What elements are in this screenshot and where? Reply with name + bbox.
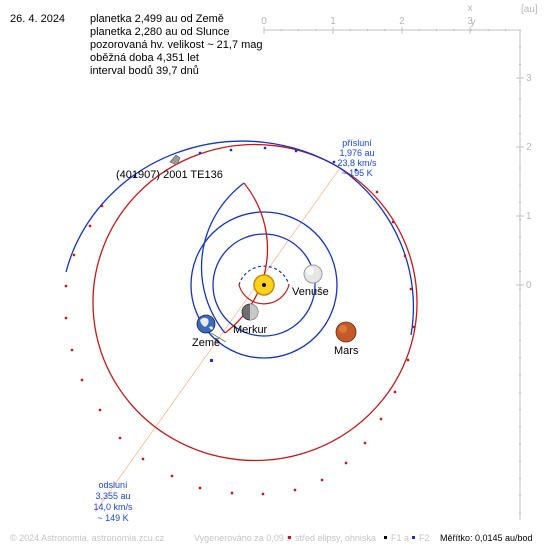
legend-f1-marker <box>384 536 387 539</box>
footer: © 2024 Astronomia, astronomia.zcu.cz Vyg… <box>10 533 533 543</box>
orbit-point-marker <box>379 417 383 421</box>
orbit-point-marker <box>263 146 267 150</box>
asteroid-icon <box>169 154 181 166</box>
orbit-point-marker <box>354 168 358 172</box>
orbit-point-marker <box>141 457 145 461</box>
mercury-icon <box>241 303 259 321</box>
aphelion-temperature: ~ 149 K <box>97 513 128 523</box>
y-tick-0: 0 <box>526 280 532 291</box>
legend-f1-text: F1 a <box>391 533 409 543</box>
legend-f2-marker <box>412 536 415 539</box>
aphelion-label: odsluní <box>98 480 128 490</box>
aphelion-speed: 14,0 km/s <box>93 502 133 512</box>
venus-label: Venuše <box>292 286 329 298</box>
legend-center-text: střed elipsy, ohniska <box>295 533 376 543</box>
header-line-1: planetka 2,499 au od Země <box>90 13 224 25</box>
mars-label: Mars <box>334 345 359 357</box>
x-tick-3: 3 <box>467 16 473 27</box>
generation-time: Vygenerováno za 0,09 s <box>194 533 291 543</box>
header-line-4: oběžná doba 4,351 let <box>90 52 199 64</box>
orbit-point-marker <box>118 436 122 440</box>
orbit-point-marker <box>332 160 336 164</box>
perihelion-speed: 23,8 km/s <box>337 158 377 168</box>
orbit-point-marker <box>403 254 407 258</box>
orbit-point-marker <box>294 149 298 153</box>
mercury-label: Merkur <box>233 324 268 336</box>
orbit-point-marker <box>344 461 348 465</box>
mars-orbit <box>200 182 269 334</box>
orbit-point-markers <box>64 146 416 496</box>
copyright-text: © 2024 Astronomia, astronomia.zcu.cz <box>10 533 165 543</box>
orbit-point-marker <box>64 284 68 288</box>
header-line-3: pozorovaná hv. velikost ~ 21,7 mag <box>90 39 263 51</box>
earth-icon <box>196 314 216 334</box>
x-tick-1: 1 <box>330 16 336 27</box>
x-tick-2: 2 <box>399 16 405 27</box>
y-tick-1: 1 <box>526 211 532 222</box>
orbit-point-marker <box>70 348 74 352</box>
apsis-line <box>94 167 341 513</box>
orbit-point-marker <box>229 148 233 152</box>
orbit-point-marker <box>261 492 265 496</box>
perihelion-distance: 1,976 au <box>339 148 374 158</box>
asteroid-name: (401907) 2001 TE136 <box>116 169 223 181</box>
orbit-point-marker <box>80 378 84 382</box>
header-line-5: interval bodů 39,7 dnů <box>90 65 199 77</box>
orbit-point-marker <box>98 408 102 412</box>
orbit-point-marker <box>198 486 202 490</box>
orbit-point-marker <box>100 204 104 208</box>
unit-label: [au] <box>521 4 538 15</box>
header-line-2: planetka 2,280 au od Slunce <box>90 26 229 38</box>
orbit-point-marker <box>133 174 137 178</box>
orbit-point-marker <box>409 287 413 291</box>
x-axis-label: x <box>468 3 473 14</box>
orbit-point-marker <box>375 190 379 194</box>
date-label: 26. 4. 2024 <box>10 13 65 25</box>
y-axis-label: y <box>471 17 476 28</box>
orbit-point-marker <box>230 491 234 495</box>
coordinate-axes <box>263 27 524 520</box>
orbit-point-marker <box>198 151 202 155</box>
y-tick-3: 3 <box>526 73 532 84</box>
orbit-point-marker <box>363 441 367 445</box>
orbit-point-marker <box>72 253 76 257</box>
legend-center-marker <box>288 536 291 539</box>
orbit-point-marker <box>412 325 416 329</box>
earth-label: Země <box>192 337 220 349</box>
asteroid-orbit <box>65 140 418 462</box>
sun-icon <box>253 274 275 296</box>
earth-orbit <box>190 211 338 359</box>
venus-orbit <box>212 233 316 337</box>
aphelion-distance: 3,355 au <box>95 491 130 501</box>
orbit-point-marker <box>293 488 297 492</box>
mercury-orbit <box>238 265 290 305</box>
perihelion-temperature: ~ 195 K <box>341 168 372 178</box>
orbit-point-marker <box>88 224 92 228</box>
orbit-point-marker <box>393 390 397 394</box>
mars-icon <box>335 321 357 343</box>
perihelion-label: přísluní <box>342 138 372 148</box>
legend-f2-text: F2 <box>419 533 430 543</box>
focus-f2-marker <box>210 359 213 362</box>
y-tick-2: 2 <box>526 142 532 153</box>
scale-text: Měřítko: 0,0145 au/bod <box>440 533 533 543</box>
orbit-point-marker <box>320 478 324 482</box>
orbit-point-marker <box>64 316 68 320</box>
orbit-point-marker <box>406 358 410 362</box>
orbit-point-marker <box>391 220 395 224</box>
orbit-point-marker <box>170 474 174 478</box>
x-tick-0: 0 <box>261 16 267 27</box>
earth-asteroid-link <box>210 332 227 343</box>
venus-icon <box>303 264 323 284</box>
